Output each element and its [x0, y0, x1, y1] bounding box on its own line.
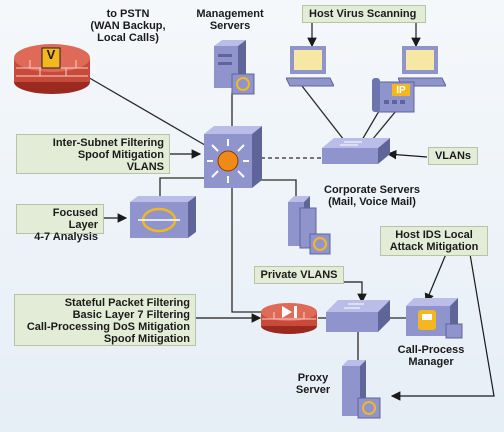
- host-virus-scanning-box: Host Virus Scanning: [302, 5, 426, 23]
- arrow-hostids-proxy: [390, 253, 495, 401]
- ids-sensor-icon: [130, 196, 196, 238]
- arrow-private-switch: [310, 281, 367, 304]
- vlan-switch-icon: [322, 138, 390, 164]
- corporate-servers-icon: [288, 196, 331, 255]
- link-core-corp: [258, 179, 297, 196]
- link-core-firewall: [231, 186, 262, 313]
- pc-left-icon: [286, 46, 334, 87]
- router-v-badge: V: [46, 47, 56, 62]
- pstn-label: to PSTN(WAN Backup,Local Calls): [90, 8, 166, 44]
- pstn-firewall-router: [14, 44, 90, 94]
- link-switch-pc1: [301, 85, 345, 141]
- vlans-box: VLANs: [428, 147, 478, 165]
- arrow-vlans-switch: [386, 149, 428, 160]
- arrow-hostids-callproc: [424, 253, 447, 304]
- core-layer3-switch-icon: [204, 126, 262, 188]
- corporate-servers-label: Corporate Servers(Mail, Voice Mail): [324, 184, 420, 208]
- link-core-ids: [159, 177, 208, 196]
- private-vlans-box: Private VLANS: [254, 266, 344, 284]
- proxy-server-icon: [342, 360, 381, 419]
- link-pstn-core: [85, 75, 211, 149]
- management-servers-icon: [214, 40, 255, 95]
- ip-phone-icon: [372, 78, 415, 113]
- stateful-firewall-icon: [261, 303, 317, 334]
- lower-switch-icon: [326, 300, 390, 332]
- phone-ip-badge: IP: [396, 85, 406, 96]
- call-process-manager-icon: [406, 298, 463, 339]
